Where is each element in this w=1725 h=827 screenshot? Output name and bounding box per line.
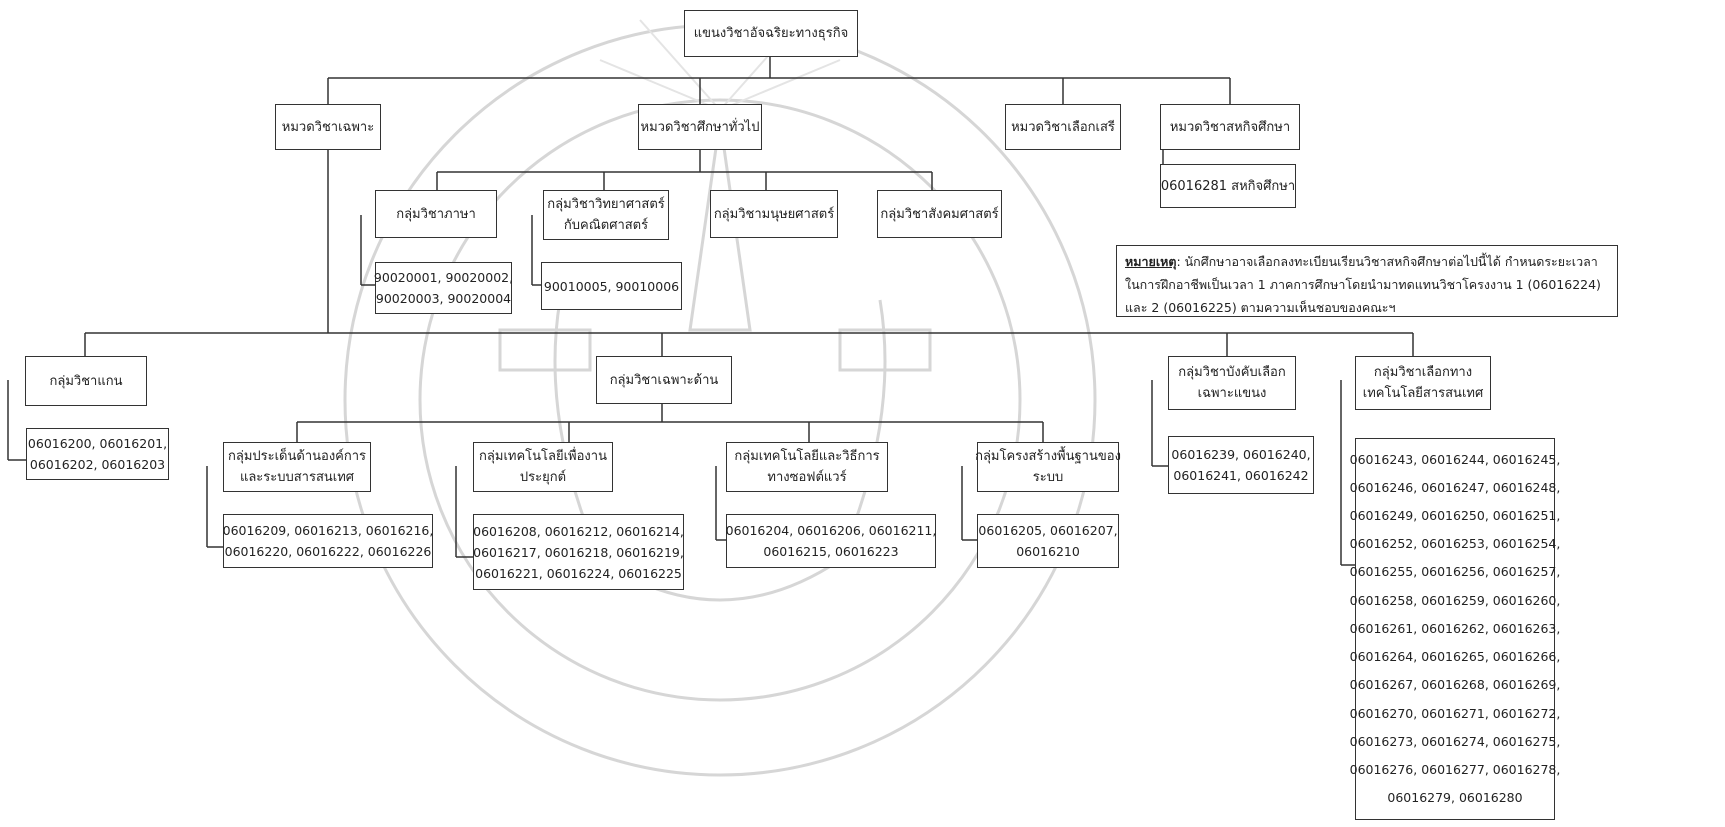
remark-note: หมายเหตุ: นักศึกษาอาจเลือกลงทะเบียนเรียน… bbox=[1116, 245, 1618, 317]
course-line: 06016270, 06016271, 06016272, bbox=[1349, 705, 1561, 721]
course-line: 06016215, 06016223 bbox=[763, 544, 899, 559]
course-line: 06016210 bbox=[1016, 544, 1080, 559]
group-label: ระบบ bbox=[1032, 470, 1064, 485]
language-courses: 90020001, 90020002, 90020003, 90020004 bbox=[373, 262, 514, 314]
course-line: 06016258, 06016259, 06016260, bbox=[1349, 592, 1561, 608]
course-line: 06016276, 06016277, 06016278, bbox=[1349, 761, 1561, 777]
category-general: หมวดวิชาศึกษาทั่วไป bbox=[638, 104, 762, 150]
group-label: กลุ่มวิชาเลือกทาง bbox=[1373, 365, 1473, 380]
group-label: กลุ่มโครงสร้างพื้นฐานของ bbox=[975, 449, 1121, 464]
coop-course-text: 06016281 สหกิจศึกษา bbox=[1160, 178, 1296, 194]
required-elective-group: กลุ่มวิชาบังคับเลือก เฉพาะแขนง bbox=[1168, 356, 1296, 410]
course-line: 06016205, 06016207, bbox=[978, 523, 1118, 538]
subgroup-applied-tech: กลุ่มเทคโนโลยีเพื่องาน ประยุกต์ bbox=[473, 442, 613, 492]
specialized-group: กลุ่มวิชาเฉพาะด้าน bbox=[596, 356, 732, 404]
remark-line-2: ในการฝึกอาชีพเป็นเวลา 1 ภาคการศึกษาโดยนำ… bbox=[1125, 277, 1601, 292]
course-line: 06016261, 06016262, 06016263, bbox=[1349, 620, 1561, 636]
course-line: 06016221, 06016224, 06016225 bbox=[475, 565, 682, 581]
group-label: กลุ่มวิชาแกน bbox=[49, 373, 123, 389]
course-line: 06016252, 06016253, 06016254, bbox=[1349, 536, 1561, 552]
science-courses: 90010005, 90010006 bbox=[541, 262, 682, 310]
group-label: กับคณิตศาสตร์ bbox=[563, 218, 649, 233]
organization-courses: 06016209, 06016213, 06016216, 06016220, … bbox=[223, 514, 433, 568]
group-label: กลุ่มเทคโนโลยีเพื่องาน bbox=[479, 449, 607, 464]
tech-elective-group: กลุ่มวิชาเลือกทาง เทคโนโลยีสารสนเทศ bbox=[1355, 356, 1491, 410]
group-label: เทคโนโลยีสารสนเทศ bbox=[1362, 386, 1484, 401]
category-elective: หมวดวิชาเลือกเสรี bbox=[1005, 104, 1121, 150]
applied-tech-courses: 06016208, 06016212, 06016214, 06016217, … bbox=[473, 514, 684, 590]
course-line: 06016209, 06016213, 06016216, bbox=[222, 523, 434, 538]
group-label: กลุ่มวิชาสังคมศาสตร์ bbox=[880, 206, 999, 222]
course-line: 06016249, 06016250, 06016251, bbox=[1349, 508, 1561, 524]
course-line: 06016202, 06016203 bbox=[29, 457, 166, 472]
remark-line-3: และ 2 (06016225) ตามความเห็นชอบของคณะฯ bbox=[1125, 300, 1396, 315]
group-label: กลุ่มเทคโนโลยีและวิธีการ bbox=[734, 449, 880, 464]
course-line: 06016246, 06016247, 06016248, bbox=[1349, 479, 1561, 495]
group-label: ทางซอฟต์แวร์ bbox=[767, 470, 847, 485]
course-line: 06016241, 06016242 bbox=[1173, 468, 1309, 483]
group-label: กลุ่มวิชาภาษา bbox=[396, 206, 476, 222]
category-elective-label: หมวดวิชาเลือกเสรี bbox=[1011, 119, 1115, 135]
group-label: กลุ่มวิชามนุษยศาสตร์ bbox=[713, 206, 835, 222]
coop-course-box: 06016281 สหกิจศึกษา bbox=[1160, 164, 1296, 208]
course-line: 06016255, 06016256, 06016257, bbox=[1349, 564, 1561, 580]
group-label: ประยุกต์ bbox=[519, 470, 567, 485]
root-node: แขนงวิชาอัจฉริยะทางธุรกิจ bbox=[684, 10, 858, 57]
core-group: กลุ่มวิชาแกน bbox=[25, 356, 147, 406]
group-label: เฉพาะแขนง bbox=[1197, 386, 1267, 401]
course-line: 06016273, 06016274, 06016275, bbox=[1349, 733, 1561, 749]
course-line: 90020001, 90020002, bbox=[373, 270, 514, 285]
group-label: กลุ่มวิชาเฉพาะด้าน bbox=[609, 372, 719, 388]
category-coop-label: หมวดวิชาสหกิจศึกษา bbox=[1169, 119, 1291, 135]
general-group-humanities: กลุ่มวิชามนุษยศาสตร์ bbox=[710, 190, 838, 238]
remark-line-1: : นักศึกษาอาจเลือกลงทะเบียนเรียนวิชาสหกิ… bbox=[1176, 254, 1598, 269]
course-line: 90020003, 90020004 bbox=[375, 291, 512, 306]
group-label: และระบบสารสนเทศ bbox=[239, 470, 355, 485]
remark-label: หมายเหตุ bbox=[1125, 254, 1177, 269]
course-line: 06016204, 06016206, 06016211, bbox=[725, 523, 937, 538]
general-group-language: กลุ่มวิชาภาษา bbox=[375, 190, 497, 238]
course-line: 06016239, 06016240, bbox=[1171, 447, 1311, 462]
software-courses: 06016204, 06016206, 06016211, 06016215, … bbox=[726, 514, 936, 568]
subgroup-software: กลุ่มเทคโนโลยีและวิธีการ ทางซอฟต์แวร์ bbox=[726, 442, 888, 492]
course-line: 06016279, 06016280 bbox=[1387, 790, 1523, 806]
category-specific: หมวดวิชาเฉพาะ bbox=[275, 104, 381, 150]
course-line: 06016200, 06016201, bbox=[27, 436, 168, 451]
course-line: 90010005, 90010006 bbox=[543, 278, 680, 294]
category-specific-label: หมวดวิชาเฉพาะ bbox=[281, 119, 375, 135]
course-line: 06016267, 06016268, 06016269, bbox=[1349, 677, 1561, 693]
category-coop: หมวดวิชาสหกิจศึกษา bbox=[1160, 104, 1300, 150]
course-line: 06016220, 06016222, 06016226 bbox=[224, 544, 432, 559]
group-label: กลุ่มวิชาวิทยาศาสตร์ bbox=[547, 197, 665, 212]
root-label: แขนงวิชาอัจฉริยะทางธุรกิจ bbox=[693, 26, 849, 41]
group-label: กลุ่มวิชาบังคับเลือก bbox=[1178, 365, 1286, 380]
course-line: 06016264, 06016265, 06016266, bbox=[1349, 649, 1561, 665]
course-line: 06016243, 06016244, 06016245, bbox=[1349, 451, 1561, 467]
general-group-social: กลุ่มวิชาสังคมศาสตร์ bbox=[877, 190, 1002, 238]
course-line: 06016217, 06016218, 06016219, bbox=[473, 544, 684, 560]
core-courses: 06016200, 06016201, 06016202, 06016203 bbox=[26, 428, 169, 480]
general-group-science: กลุ่มวิชาวิทยาศาสตร์ กับคณิตศาสตร์ bbox=[543, 190, 669, 240]
course-line: 06016208, 06016212, 06016214, bbox=[473, 523, 684, 539]
required-elective-courses: 06016239, 06016240, 06016241, 06016242 bbox=[1168, 436, 1314, 494]
subgroup-organization: กลุ่มประเด็นด้านองค์การ และระบบสารสนเทศ bbox=[223, 442, 371, 492]
category-general-label: หมวดวิชาศึกษาทั่วไป bbox=[640, 119, 760, 135]
group-label: กลุ่มประเด็นด้านองค์การ bbox=[227, 449, 367, 464]
infrastructure-courses: 06016205, 06016207, 06016210 bbox=[977, 514, 1119, 568]
subgroup-infrastructure: กลุ่มโครงสร้างพื้นฐานของ ระบบ bbox=[975, 442, 1121, 492]
tech-elective-courses: 06016243, 06016244, 06016245, 06016246, 0… bbox=[1350, 438, 1560, 820]
